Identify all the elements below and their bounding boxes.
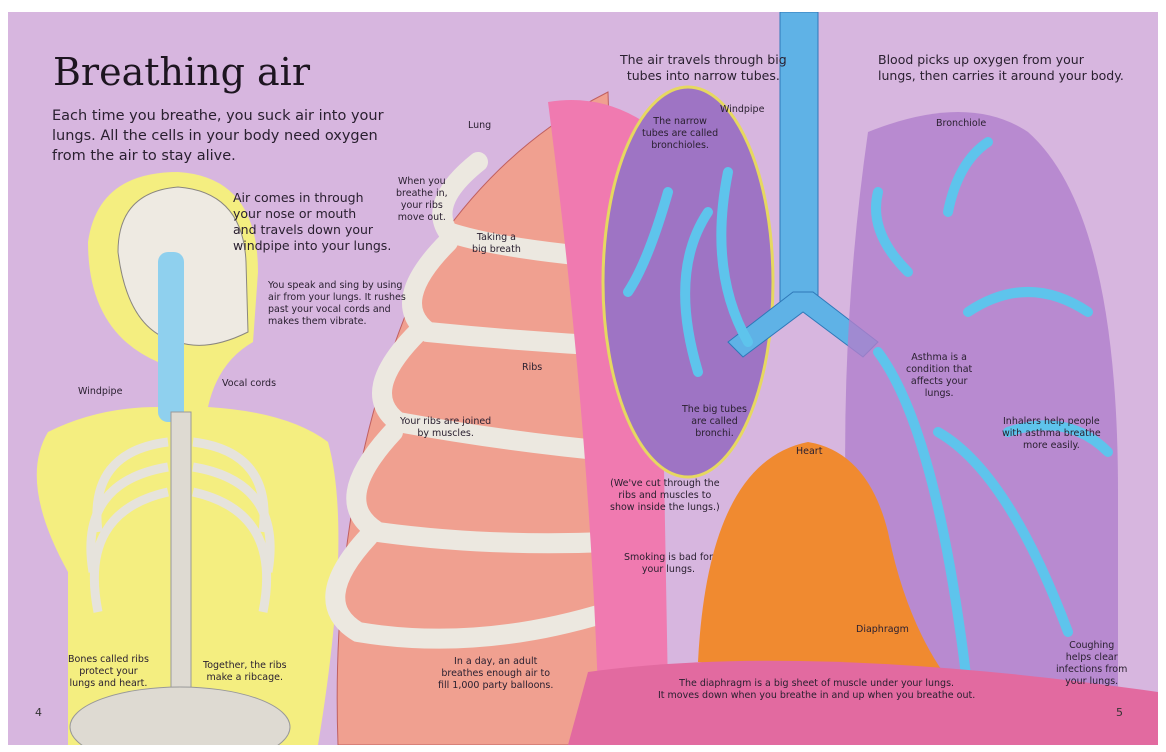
asthma-text: Asthma is a condition that affects your …: [906, 352, 973, 399]
page-title: Breathing air: [53, 50, 310, 94]
ribcage-text: Together, the ribs make a ribcage.: [203, 660, 287, 683]
lung-label: Lung: [468, 120, 492, 131]
balloons-text: In a day, an adult breathes enough air t…: [438, 656, 554, 691]
smoking-text: Smoking is bad for your lungs.: [624, 552, 713, 575]
windpipe-shape: [158, 252, 184, 422]
ribs-move-text: When you breathe in, your ribs move out.: [396, 176, 448, 223]
windpipe-label: Windpipe: [78, 386, 123, 397]
heart-label: Heart: [796, 446, 823, 457]
diaphragm-description: The diaphragm is a big sheet of muscle u…: [658, 678, 976, 701]
diaphragm-shape: [568, 660, 1158, 745]
ribs-label: Ribs: [522, 362, 543, 373]
intro-text: Each time you breathe, you suck air into…: [52, 108, 384, 164]
air-path-text: Air comes in through your nose or mouth …: [233, 190, 392, 253]
big-breath-text: Taking a big breath: [472, 232, 521, 255]
inhalers-text: Inhalers help people with asthma breathe…: [1002, 416, 1101, 451]
cut-text: (We've cut through the ribs and muscles …: [610, 478, 720, 513]
heart-shape: [698, 442, 958, 692]
bronchioles-text: The narrow tubes are called bronchioles.: [642, 116, 719, 151]
speak-text: You speak and sing by using air from you…: [268, 280, 406, 327]
page-number-right: 5: [1116, 706, 1123, 719]
bones-text: Bones called ribs protect your lungs and…: [68, 654, 149, 689]
pelvis: [69, 686, 291, 745]
bronchial-tree: [623, 137, 1113, 697]
illustration: [36, 12, 1158, 745]
book-spread: Breathing air Each time you breathe, you…: [8, 12, 1158, 745]
right-lung: [845, 112, 1118, 692]
bronchiole-label: Bronchiole: [936, 118, 987, 129]
blood-text: Blood picks up oxygen from your lungs, t…: [878, 52, 1124, 83]
coughing-text: Coughing helps clear infections from you…: [1056, 640, 1128, 687]
windpipe-label-2: Windpipe: [720, 104, 765, 115]
air-travels-text: The air travels through big tubes into n…: [620, 52, 787, 83]
diaphragm-label: Diaphragm: [856, 624, 909, 635]
windpipe-tube: [779, 12, 819, 303]
spine: [170, 411, 192, 713]
ribs: [325, 152, 668, 649]
bronchi-text: The big tubes are called bronchi.: [682, 404, 747, 439]
ribcage: [86, 437, 275, 613]
page-number-left: 4: [35, 706, 42, 719]
muscles-text: Your ribs are joined by muscles.: [400, 416, 492, 439]
vocal-cords-label: Vocal cords: [222, 378, 277, 389]
